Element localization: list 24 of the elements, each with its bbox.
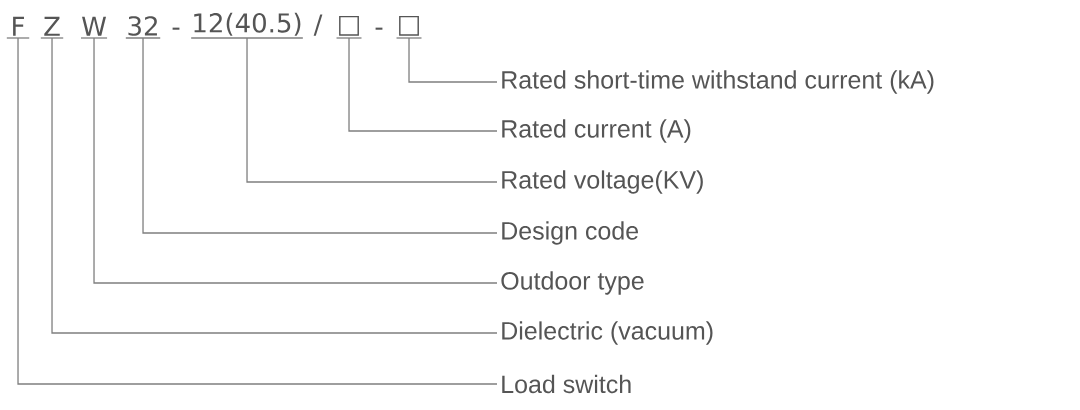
underlined-code: 12(40.5) [190,12,304,39]
description-text: Outdoor type [501,271,644,295]
leader-line [17,37,498,385]
leader-line [142,37,498,234]
leader-line [246,37,498,183]
leader-line [408,37,498,83]
separator: / [313,14,323,36]
separator: - [375,27,383,30]
leader-line [51,37,498,334]
underlined-code: F [6,16,30,39]
underlined-code: □ [395,15,423,39]
underlined-code: Z [40,16,64,39]
description-text: Dielectric (vacuum) [502,321,713,345]
underlined-code: W [80,16,108,39]
description-text: Rated current (A) [502,119,691,143]
leader-line [93,37,498,284]
description-text: Rated short-time withstand current (kA) [502,70,934,94]
underlined-code: □ [335,15,363,39]
separator: - [172,27,180,30]
leader-line [348,37,498,132]
description-text: Design code [502,221,638,245]
underlined-code: 32 [125,16,161,39]
description-text: Load switch [502,374,631,394]
description-text: Rated voltage(KV) [502,170,703,194]
